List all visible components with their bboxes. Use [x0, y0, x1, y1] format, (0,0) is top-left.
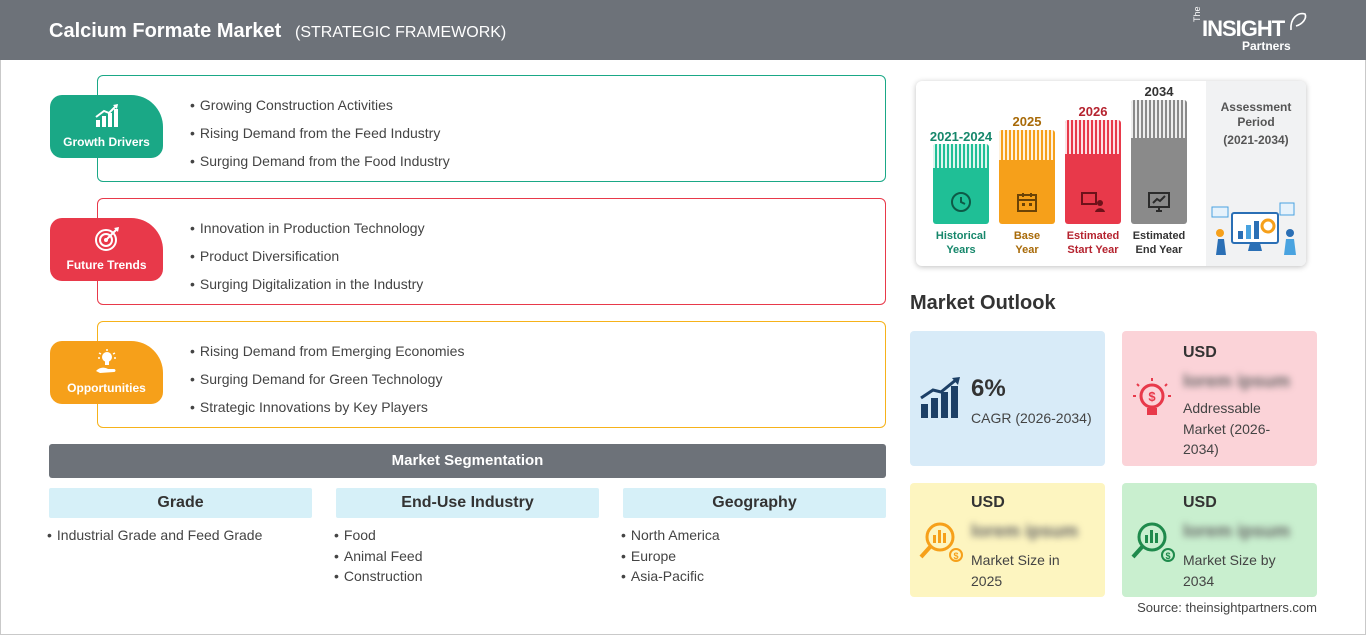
list-item: Rising Demand from Emerging Economies [190, 342, 465, 370]
insight-partners-logo[interactable]: The INSIGHT Partners [1190, 6, 1320, 54]
list-item: Strategic Innovations by Key Players [190, 398, 464, 426]
timeline-bar-start [1065, 120, 1121, 224]
list-item: Product Diversification [190, 247, 425, 275]
list-item: Construction [334, 567, 423, 588]
magnifier-chart-icon: $ [919, 522, 963, 562]
timeline-label-line: Estimated [1066, 230, 1120, 242]
list-item: Surging Demand from the Food Industry [190, 152, 450, 180]
logo-the: The [1192, 6, 1202, 22]
growth-drivers-list: Growing Construction Activities Rising D… [190, 96, 450, 180]
cagr-label: CAGR (2026-2034) [971, 410, 1092, 426]
addressable-currency: USD [1183, 344, 1217, 361]
future-trends-list: Innovation in Production Technology Prod… [190, 219, 425, 303]
addressable-market-card: $ USD lorem ipsum Addressable Market (20… [1122, 331, 1317, 466]
segment-list-grade: Industrial Grade and Feed Grade [47, 526, 262, 547]
size-2034-currency: USD [1183, 494, 1217, 511]
timeline-year-historical: 2021-2024 [929, 129, 993, 144]
timeline-label-base: Base Year [994, 229, 1060, 257]
lightbulb-hand-icon [96, 349, 116, 373]
list-item: North America [621, 526, 720, 547]
market-outlook-title: Market Outlook [910, 292, 1056, 314]
list-item: Food [334, 526, 423, 547]
growth-drivers-label: Growth Drivers [63, 135, 150, 149]
list-item: Europe [621, 547, 720, 568]
growth-chart-icon [920, 377, 960, 418]
size-2034-value: lorem ipsum [1183, 521, 1291, 541]
size-2034-label: Market Size by 2034 [1183, 552, 1276, 589]
magnifier-chart-icon: $ [1131, 522, 1175, 562]
opportunities-box: Rising Demand from Emerging Economies Su… [97, 321, 886, 428]
segment-list-geography: North America Europe Asia-Pacific [621, 526, 720, 588]
page-subtitle: (STRATEGIC FRAMEWORK) [295, 24, 507, 41]
svg-text:$: $ [1148, 389, 1156, 404]
logo-insight: INSIGHT [1202, 16, 1285, 41]
future-trends-badge: Future Trends [50, 218, 163, 281]
timeline-label-end: Estimated End Year [1126, 229, 1192, 257]
svg-text:$: $ [953, 551, 958, 561]
opportunities-list: Rising Demand from Emerging Economies Su… [190, 342, 465, 426]
addressable-value: lorem ipsum [1183, 371, 1291, 391]
size-2025-value: lorem ipsum [971, 521, 1079, 541]
segment-head-end-use-industry: End-Use Industry [336, 488, 599, 518]
list-item: Surging Digitalization in the Industry [190, 275, 425, 303]
timeline-year-start: 2026 [1078, 104, 1108, 119]
calendar-icon [1017, 193, 1037, 212]
list-item: Innovation in Production Technology [190, 219, 425, 247]
svg-text:$: $ [1165, 551, 1170, 561]
list-item: Asia-Pacific [621, 567, 720, 588]
segment-head-grade: Grade [49, 488, 312, 518]
history-icon [951, 192, 971, 212]
size-2025-currency: USD [971, 494, 1005, 511]
cagr-value: 6% [971, 375, 1006, 402]
target-icon [95, 227, 119, 251]
list-item: Growing Construction Activities [190, 96, 450, 124]
timeline-label-line: End Year [1135, 244, 1183, 256]
growth-drivers-badge: Growth Drivers [50, 95, 163, 158]
analytics-illustration-icon [1211, 202, 1296, 255]
assessment-period-years: (2021-2034) [1223, 133, 1289, 147]
timeline-label-line: Estimated [1132, 230, 1186, 242]
timeline-label-line: Years [946, 244, 976, 256]
segment-head-geography: Geography [623, 488, 886, 518]
opportunities-badge: Opportunities [50, 341, 163, 404]
source-credit: Source: theinsightpartners.com [1137, 600, 1317, 615]
opportunities-label: Opportunities [67, 381, 146, 395]
segment-list-end-use-industry: Food Animal Feed Construction [334, 526, 423, 588]
market-size-2034-card: $ USD lorem ipsum Market Size by 2034 [1122, 483, 1317, 597]
timeline-card: 2021-2024 Historical Years 2025 Base Yea… [916, 81, 1306, 266]
list-item: Industrial Grade and Feed Grade [47, 526, 262, 547]
cagr-card: 6% CAGR (2026-2034) [910, 331, 1105, 466]
timeline-label-line: Historical [935, 230, 987, 242]
header-bar: Calcium Formate Market (STRATEGIC FRAMEW… [0, 0, 1366, 60]
logo-partners: Partners [1242, 39, 1291, 53]
market-size-2025-card: $ USD lorem ipsum Market Size in 2025 [910, 483, 1105, 597]
list-item: Rising Demand from the Feed Industry [190, 124, 450, 152]
market-segmentation-header: Market Segmentation [49, 444, 886, 478]
money-lightbulb-icon: $ [1133, 378, 1171, 415]
timeline-label-line: Start Year [1067, 244, 1119, 256]
timeline-bar-end [1131, 100, 1187, 224]
timeline-bar-base [999, 130, 1055, 224]
timeline-label-historical: Historical Years [922, 229, 1000, 257]
monitor-chart-icon [1148, 192, 1170, 212]
timeline-bar-historical [933, 144, 989, 224]
list-item: Surging Demand for Green Technology [190, 370, 464, 398]
timeline-year-end: 2034 [1144, 84, 1174, 99]
timeline-label-line: Year [1015, 244, 1039, 256]
timeline-year-base: 2025 [1012, 114, 1042, 129]
timeline-label-start: Estimated Start Year [1060, 229, 1126, 257]
future-trends-box: Innovation in Production Technology Prod… [97, 198, 886, 305]
page-title: Calcium Formate Market [49, 20, 282, 42]
future-trends-label: Future Trends [66, 258, 147, 272]
growth-chart-icon [95, 104, 118, 127]
size-2025-label: Market Size in 2025 [971, 552, 1060, 589]
addressable-label: Addressable Market (2026-2034) [1183, 400, 1271, 457]
growth-drivers-box: Growing Construction Activities Rising D… [97, 75, 886, 182]
presentation-icon [1081, 192, 1105, 212]
assessment-period-label: Assessment Period [1220, 100, 1292, 129]
logo-swoosh-icon [1290, 12, 1307, 31]
list-item: Animal Feed [334, 547, 423, 568]
timeline-label-line: Base [1013, 230, 1041, 242]
